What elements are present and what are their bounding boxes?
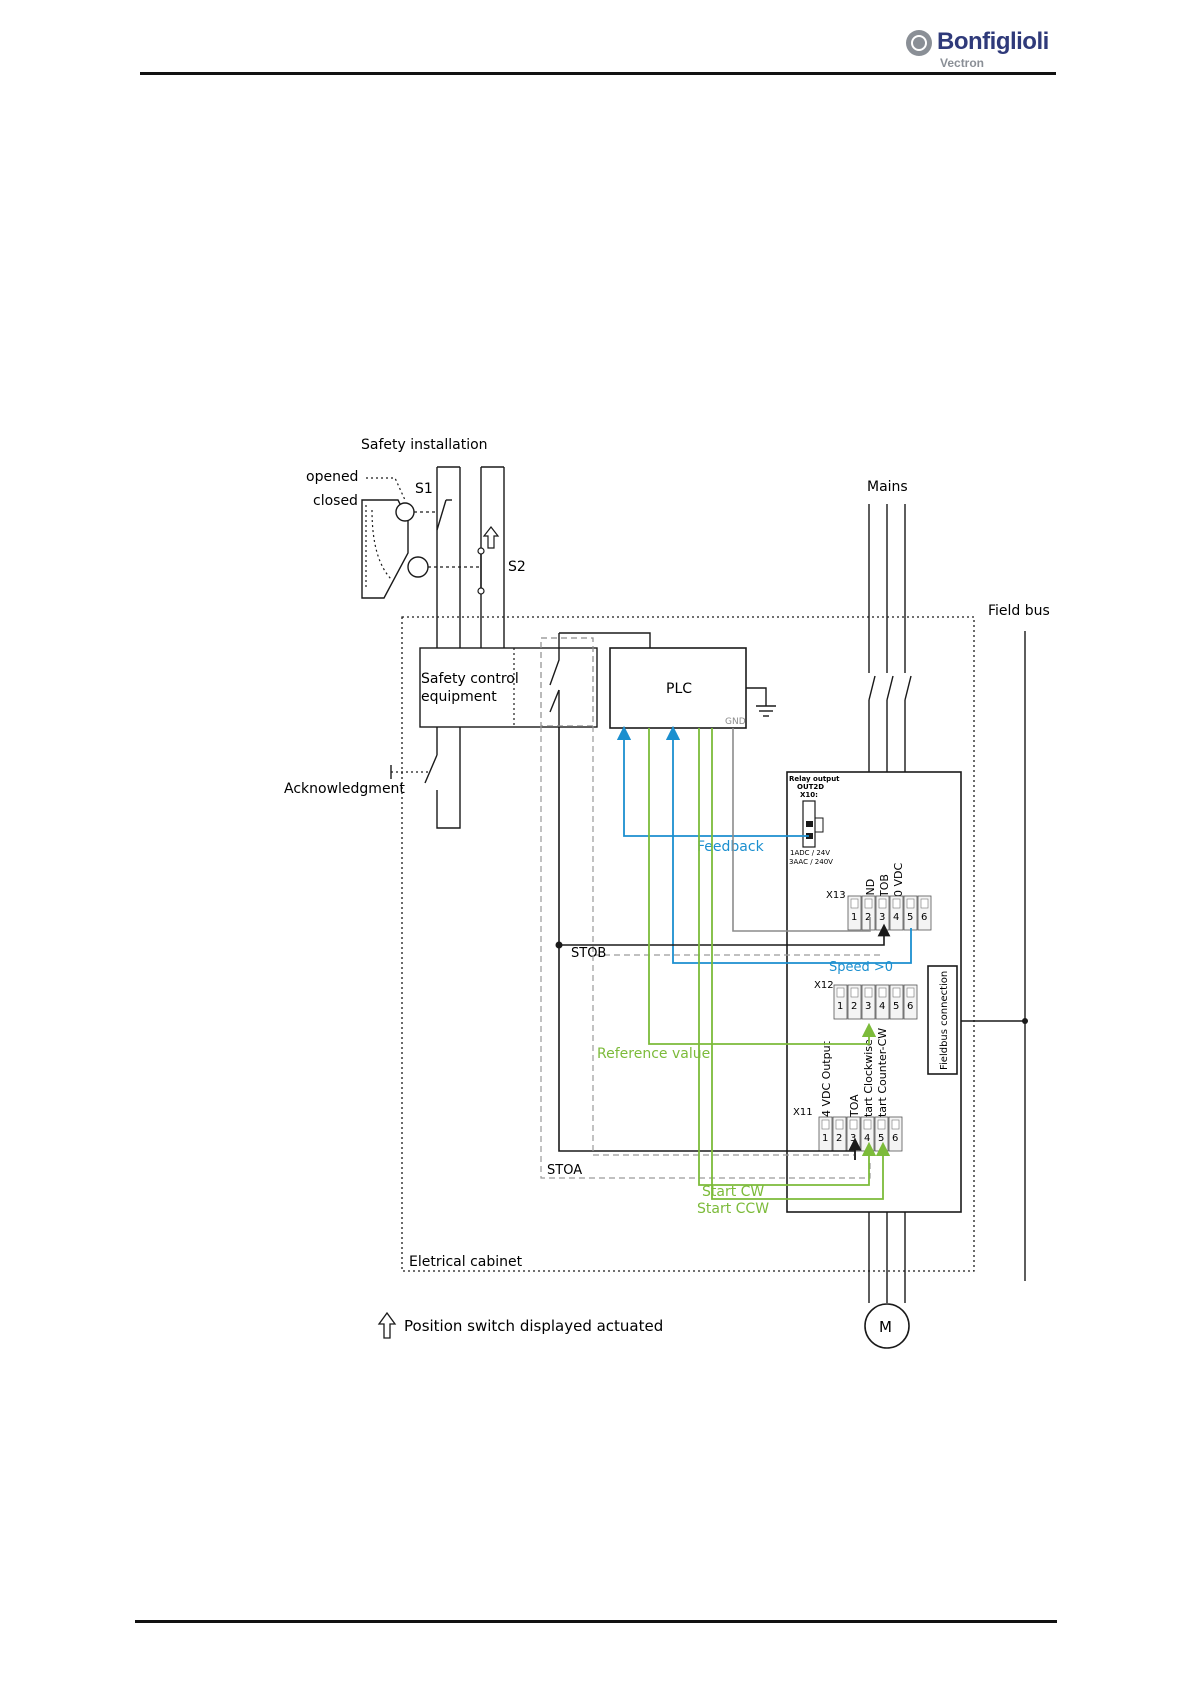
safety-control-label-2: equipment: [421, 689, 497, 705]
electrical-cabinet-border: [401, 616, 975, 1272]
x13-label: X13: [826, 890, 846, 901]
position-switch-legend-icon: [377, 1311, 397, 1339]
reference-value-label: Reference value: [597, 1046, 710, 1062]
x13-pin-label: 5: [907, 912, 913, 923]
bonfiglioli-logo-icon: [906, 30, 932, 56]
x13-pin-label: 3: [879, 912, 885, 923]
legend: Position switch displayed actuated: [377, 1311, 663, 1339]
plc-block: PLC GND: [609, 647, 776, 729]
x13-pin-label: 1: [851, 912, 857, 923]
speed-wire: [665, 725, 912, 964]
plc-gnd-label: GND: [725, 717, 746, 727]
x12-label: X12: [814, 980, 834, 991]
start-wires: Start CW Start CCW: [697, 728, 891, 1217]
x11-pin-label: 5: [878, 1133, 884, 1144]
plc-label: PLC: [666, 681, 692, 697]
safety-control-label-1: Safety control: [421, 671, 519, 687]
x12-pin-label: 1: [837, 1001, 843, 1012]
electrical-cabinet-label: Eletrical cabinet: [409, 1254, 523, 1270]
x13-pin-label: 4: [893, 912, 899, 923]
footer-rule: [135, 1620, 1057, 1623]
x11-start-ccw: Start Counter-CW: [876, 1028, 889, 1124]
fieldbus-connection-label: Fieldbus connection: [939, 971, 950, 1070]
relay-rating-1: 1ADC / 24V: [790, 849, 830, 857]
x11-start-cw: Start Clockwise: [862, 1039, 875, 1124]
relay-output-label: Relay output: [789, 775, 840, 783]
stob-label: STOB: [571, 946, 606, 961]
stoa-label: STOA: [547, 1163, 582, 1178]
position-switch-arrow-icon: [482, 526, 500, 549]
x10-label: X10:: [800, 791, 818, 799]
closed-label: closed: [313, 493, 358, 509]
reference-value-wire: Reference value: [597, 728, 877, 1062]
header-rule: [140, 72, 1056, 75]
start-cw-label: Start CW: [702, 1184, 764, 1200]
brand-name: Bonfiglioli: [937, 28, 1049, 55]
mains-label: Mains: [867, 479, 908, 495]
x12-pin-label: 6: [907, 1001, 913, 1012]
x11-pin-label: 1: [822, 1133, 828, 1144]
safety-control-equipment: Safety control equipment: [419, 632, 651, 728]
x12-pin-label: 2: [851, 1001, 857, 1012]
acknowledgment-label: Acknowledgment: [284, 781, 405, 797]
motor-label: M: [879, 1318, 892, 1336]
stoa-wire: STOA: [540, 726, 871, 1179]
safety-installation-label: Safety installation: [361, 437, 488, 453]
opened-label: opened: [306, 469, 358, 485]
x11-label: X11: [793, 1107, 813, 1118]
motor-icon: [864, 1303, 910, 1349]
x12-pin-label: 3: [865, 1001, 871, 1012]
safety-installation: Safety installation opened closed S1 S2: [306, 437, 526, 648]
x11-pin-label: 3: [850, 1133, 856, 1144]
field-bus: Field bus: [957, 603, 1050, 1281]
x13-pin-label: 2: [865, 912, 871, 923]
out2d-label: OUT2D: [797, 783, 824, 791]
gnd-wire: [732, 728, 871, 932]
x13-10vdc: 10 VDC: [892, 863, 905, 904]
x11-24vdc: 24 VDC Output: [820, 1040, 833, 1124]
x12-pin-label: 4: [879, 1001, 885, 1012]
motor: M: [864, 1212, 910, 1349]
fieldbus-connection-box: [927, 965, 958, 1075]
x12-pin-label: 5: [893, 1001, 899, 1012]
relay-output-x10: Relay output OUT2D X10: 1ADC / 24V 3AAC …: [789, 775, 840, 866]
s2-label: S2: [508, 559, 526, 575]
acknowledgment-switch: Acknowledgment: [284, 727, 461, 829]
s1-label: S1: [415, 481, 433, 497]
legend-label: Position switch displayed actuated: [404, 1317, 663, 1335]
x13-pin-label: 6: [921, 912, 927, 923]
field-bus-label: Field bus: [988, 603, 1050, 619]
start-ccw-label: Start CCW: [697, 1201, 769, 1217]
feedback-label: Feedback: [697, 839, 765, 855]
feedback-wire: Feedback: [616, 725, 809, 855]
x11-pin-label: 6: [892, 1133, 898, 1144]
relay-rating-2: 3AAC / 240V: [789, 858, 833, 866]
mains: Mains: [867, 479, 912, 773]
x11-pin-label: 4: [864, 1133, 870, 1144]
x11-pin-label: 2: [836, 1133, 842, 1144]
brand-subname: Vectron: [940, 56, 985, 70]
x11-stoa: STOA: [848, 1094, 861, 1124]
brand-logo: Bonfiglioli Vectron: [906, 28, 1049, 72]
